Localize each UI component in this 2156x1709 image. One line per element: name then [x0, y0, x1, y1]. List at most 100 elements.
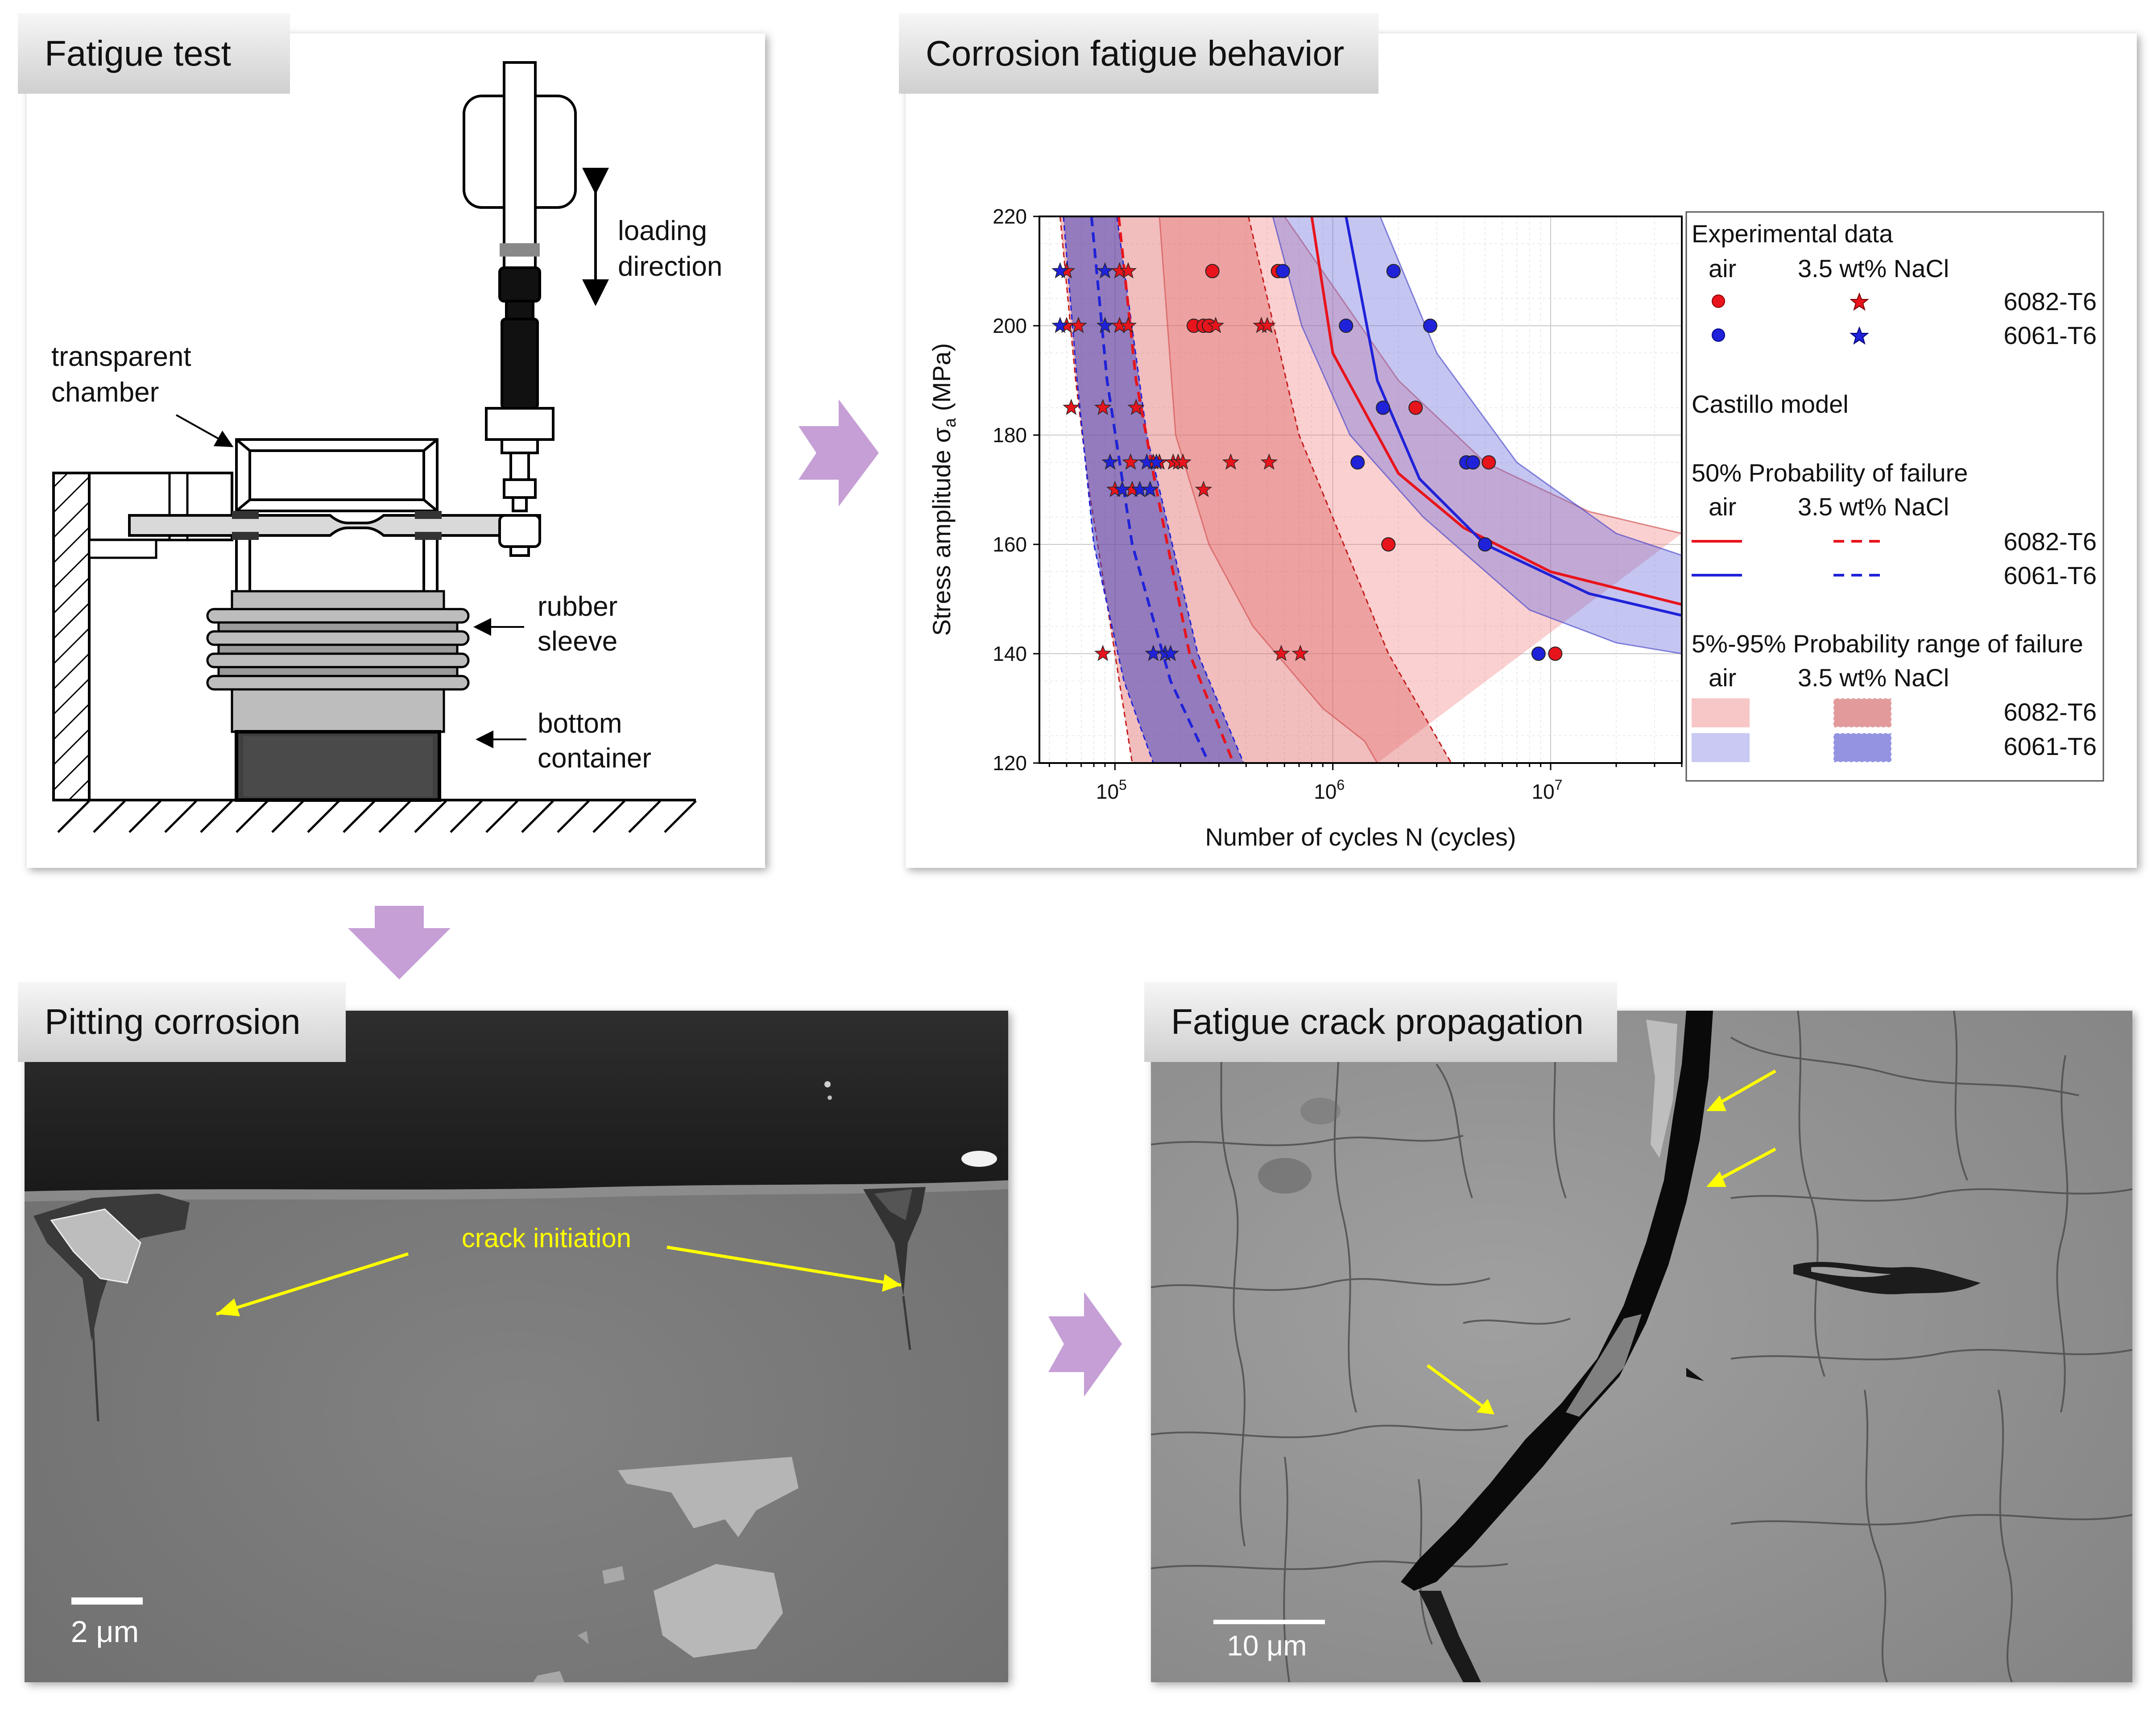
legend-castillo-title: Castillo model [1692, 390, 1849, 418]
band-6082-air [1159, 216, 1682, 763]
legend-range-title: 5%-95% Probability range of failure [1692, 630, 2083, 658]
data-point-star [1063, 398, 1080, 415]
fatigue-test-panel: loading direction transparent chamber ru… [27, 33, 765, 868]
median-6061-nacl [1090, 216, 1210, 763]
chart-legend: Experimental data air 3.5 wt% NaCl 6082-… [1685, 211, 2104, 782]
precipitate-large [618, 1457, 799, 1537]
data-point-circle [1481, 455, 1496, 470]
flow-arrow-right-bottom [1048, 1292, 1122, 1397]
legend-6082-label-2: 6082-T6 [2003, 527, 2097, 556]
data-point-star [1051, 262, 1069, 278]
ground-hatch [54, 799, 697, 833]
legend-6082-nacl-band [1833, 697, 1892, 728]
data-point-star [1119, 262, 1137, 278]
data-point-circle [1205, 264, 1220, 278]
data-point-circle [1381, 537, 1396, 552]
x-tick-label: 105 [1096, 777, 1127, 803]
legend-6061-label-1: 6061-T6 [2003, 321, 2097, 349]
legend-col-air-1: air [1709, 254, 1736, 282]
chamber-leader-arrow [176, 414, 234, 447]
legend-6061-label-3: 6061-T6 [2003, 732, 2097, 760]
data-point-star [1162, 644, 1179, 661]
legend-6061-air-band [1692, 733, 1750, 762]
legend-6082-label-3: 6082-T6 [2003, 698, 2097, 726]
data-point-star [1113, 481, 1131, 497]
data-point-circle [1423, 319, 1438, 333]
y-tick-label: 120 [993, 751, 1027, 775]
data-point-star [1272, 644, 1290, 661]
crack-initiation-label: crack initiation [462, 1223, 631, 1253]
median-6061-air [1345, 216, 1682, 617]
data-point-circle [1350, 455, 1365, 470]
band-6061-air-lower-edge [1272, 216, 1682, 655]
data-point-star [1101, 453, 1119, 470]
data-point-circle [1339, 319, 1353, 333]
legend-6061-nacl-marker [1850, 326, 1869, 345]
legend-6061-label-2: 6061-T6 [2003, 561, 2097, 589]
data-point-star [1096, 316, 1114, 333]
panel-title-crack-propagation: Fatigue crack propagation [1144, 982, 1617, 1062]
label-sleeve: sleeve [538, 626, 617, 657]
loading-actuator [463, 61, 577, 557]
y-tick-label: 220 [993, 205, 1027, 228]
rubber-sleeve [206, 590, 470, 733]
data-point-star [1291, 644, 1309, 661]
pitting-scale-label: 2 μm [71, 1615, 139, 1649]
data-point-circle [1548, 647, 1563, 661]
panel-title-fatigue-test: Fatigue test [18, 13, 290, 94]
data-point-star [1051, 316, 1069, 333]
crack-arrow-1 [1712, 1069, 1776, 1108]
data-point-circle [1275, 264, 1290, 278]
specimen [128, 511, 541, 540]
data-point-star [1148, 453, 1165, 470]
crack-arrow-2 [1712, 1147, 1776, 1184]
data-point-star [1070, 316, 1087, 333]
band-6061-air [1273, 216, 1682, 654]
flow-arrow-right-top [799, 399, 879, 506]
pitting-scale-bar [71, 1597, 143, 1605]
data-point-circle [1465, 455, 1480, 470]
data-point-star [1207, 316, 1225, 333]
crack-initiation-arrow-left [215, 1252, 409, 1316]
legend-col-nacl-2: 3.5 wt% NaCl [1798, 493, 1949, 521]
fatigue-test-schematic: loading direction transparent chamber ru… [51, 61, 722, 833]
pitting-corrosion-panel: crack initiation 2 μm [25, 1011, 1008, 1682]
main-crack [1401, 1011, 1713, 1591]
legend-6082-air-band [1692, 698, 1750, 727]
legend-6082-label-1: 6082-T6 [2003, 287, 2097, 315]
label-chamber: chamber [51, 377, 159, 408]
pitting-sem-image: crack initiation 2 μm [25, 1011, 1008, 1682]
pit-right [863, 1187, 926, 1296]
data-point-circle [1477, 537, 1492, 552]
y-tick-label: 140 [993, 642, 1027, 665]
crack-scale-label: 10 μm [1227, 1630, 1307, 1662]
data-point-circle [1408, 400, 1423, 415]
data-point-star [1119, 316, 1137, 333]
label-container: container [538, 743, 651, 774]
y-axis-label: Stress amplitude σa (MPa) [927, 343, 960, 636]
crack-propagation-panel: 10 μm [1151, 1011, 2132, 1682]
plot-frame [1039, 216, 1683, 764]
label-rubber: rubber [538, 591, 617, 622]
legend-col-air-2: air [1709, 493, 1736, 521]
x-axis-label: Number of cycles N (cycles) [1205, 823, 1516, 851]
y-tick-label: 180 [993, 423, 1027, 447]
panel-title-pitting-corrosion: Pitting corrosion [18, 982, 346, 1062]
crack-scale-bar [1213, 1620, 1325, 1624]
data-point-star [1174, 453, 1192, 470]
median-6082-nacl [1117, 216, 1235, 763]
x-tick-label: 106 [1314, 777, 1345, 803]
median-6082-air [1310, 216, 1682, 606]
y-tick-label: 160 [993, 533, 1027, 556]
data-point-star [1094, 398, 1112, 415]
legend-6061-nacl-band [1833, 732, 1892, 763]
data-point-circle [1376, 400, 1390, 415]
crack-initiation-arrow-right [666, 1245, 902, 1287]
legend-col-nacl-1: 3.5 wt% NaCl [1798, 254, 1949, 282]
data-point-star [1260, 453, 1278, 470]
x-tick-label: 107 [1532, 777, 1563, 803]
label-loading: loading [618, 216, 707, 246]
data-point-star [1258, 316, 1276, 333]
legend-col-air-3: air [1709, 664, 1736, 692]
